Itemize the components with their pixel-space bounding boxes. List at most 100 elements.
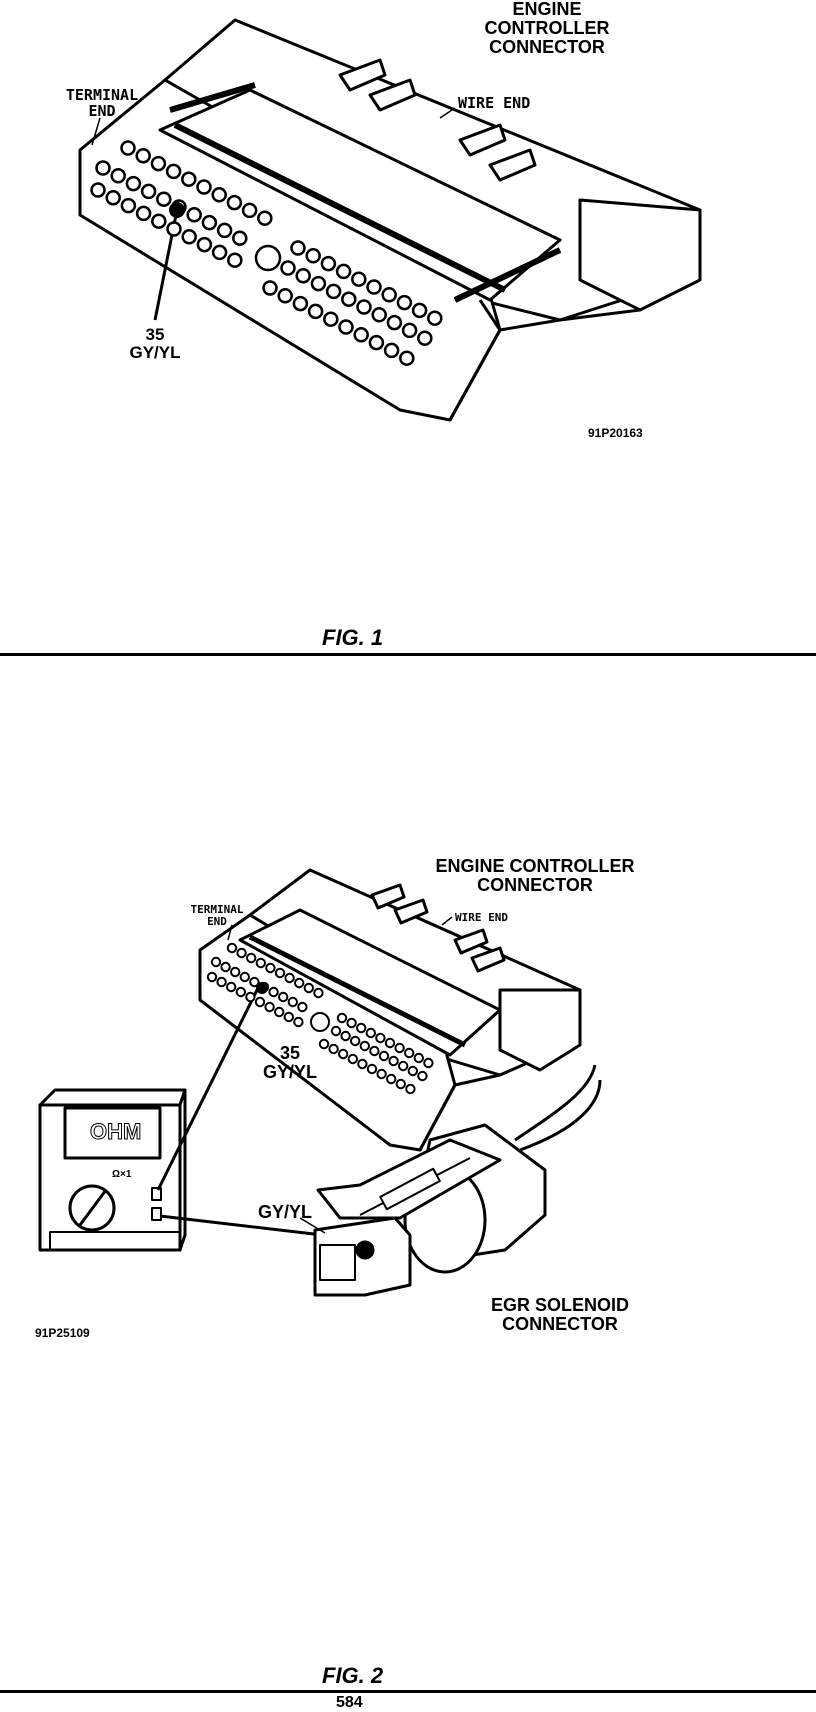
terminal-pin bbox=[388, 1055, 399, 1067]
terminal-pin bbox=[110, 168, 126, 184]
terminal-pin bbox=[330, 1025, 342, 1037]
terminal-pin bbox=[90, 182, 106, 198]
fig1-title: ENGINE CONTROLLER CONNECTOR bbox=[472, 0, 622, 57]
terminal-pin bbox=[120, 197, 137, 214]
terminal-pin bbox=[335, 263, 352, 280]
terminal-pin bbox=[386, 1073, 397, 1085]
terminal-pin bbox=[287, 996, 298, 1008]
fig2-egr-line: CONNECTOR bbox=[502, 1313, 618, 1334]
terminal-pin bbox=[305, 248, 321, 264]
terminal-pin bbox=[368, 334, 385, 351]
test-lead bbox=[156, 987, 260, 1191]
fig1-terminal-end-line: END bbox=[88, 101, 116, 120]
terminal-pin bbox=[211, 187, 227, 203]
fig1-pin-number: 35 bbox=[145, 325, 165, 344]
fig2-pin-label: 35 GY/YL bbox=[255, 1044, 325, 1082]
terminal-pin bbox=[417, 1070, 428, 1082]
terminal-pin bbox=[376, 1068, 387, 1080]
terminal-pin bbox=[405, 1083, 416, 1095]
fig1-caption: FIG. 1 bbox=[322, 625, 384, 650]
terminal-pin bbox=[186, 207, 202, 223]
terminal-pin bbox=[297, 1001, 308, 1013]
terminal-pin bbox=[417, 330, 433, 346]
terminal-pin bbox=[394, 1042, 405, 1054]
terminal-pin bbox=[375, 1032, 386, 1044]
terminal-pin bbox=[292, 295, 309, 312]
terminal-pin bbox=[395, 1078, 406, 1090]
terminal-pin bbox=[353, 327, 369, 343]
terminal-pin bbox=[366, 1063, 378, 1075]
terminal-pin bbox=[313, 987, 324, 999]
fig1-terminal-end: TERMINAL END bbox=[52, 86, 152, 120]
terminal-pin bbox=[265, 962, 276, 974]
terminal-pin bbox=[211, 244, 228, 261]
terminal-pin bbox=[283, 1011, 294, 1023]
fig2-probe-wire-color: GY/YL bbox=[258, 1202, 313, 1222]
terminal-pin bbox=[351, 271, 367, 287]
fig2-terminal-end: TERMINAL END bbox=[182, 904, 252, 927]
fig2-terminal-end-line: TERMINAL bbox=[190, 903, 244, 916]
terminal-pin bbox=[220, 961, 231, 973]
terminal-pin bbox=[232, 230, 248, 246]
connector-center-hole bbox=[254, 244, 282, 272]
terminal-pin bbox=[278, 991, 289, 1003]
terminal-pin bbox=[325, 283, 342, 300]
terminal-pin bbox=[303, 982, 314, 994]
fig2-pin-number: 35 bbox=[279, 1043, 301, 1063]
terminal-pin bbox=[371, 307, 387, 323]
terminal-pin bbox=[399, 350, 415, 366]
terminal-pin bbox=[150, 155, 167, 172]
ohmmeter-jack bbox=[151, 1207, 162, 1221]
terminal-pin bbox=[151, 213, 167, 229]
terminal-pin bbox=[239, 971, 251, 983]
terminal-pin bbox=[95, 160, 111, 176]
terminal-pin bbox=[274, 967, 286, 979]
terminal-pin bbox=[196, 179, 212, 195]
terminal-pin bbox=[318, 1038, 330, 1050]
terminal-pin bbox=[245, 991, 256, 1003]
terminal-pin bbox=[346, 1017, 357, 1029]
connector-center-hole bbox=[310, 1012, 330, 1032]
fig1-divider bbox=[0, 653, 816, 656]
terminal-pin bbox=[241, 202, 258, 219]
terminal-pin bbox=[413, 1052, 424, 1064]
terminal-pin bbox=[295, 268, 311, 284]
terminal-pin bbox=[216, 222, 233, 239]
terminal-pin bbox=[255, 957, 266, 969]
ohmmeter-dial bbox=[68, 1184, 116, 1232]
fig2-divider bbox=[0, 1690, 816, 1693]
terminal-pin bbox=[246, 952, 257, 964]
fig1-title-line: CONNECTOR bbox=[489, 36, 605, 57]
connector-tab bbox=[338, 58, 387, 92]
terminal-pin bbox=[396, 294, 413, 311]
figure1-connector-drawing bbox=[78, 18, 702, 422]
terminal-pin bbox=[398, 1060, 409, 1072]
terminal-pin bbox=[120, 140, 136, 156]
fig1-image-code: 91P20163 bbox=[588, 426, 643, 440]
terminal-pin bbox=[277, 288, 293, 304]
terminal-pin bbox=[105, 190, 121, 206]
terminal-pin bbox=[181, 171, 197, 187]
terminal-pin bbox=[165, 163, 182, 180]
terminal-pin bbox=[135, 205, 152, 222]
connector-back-block bbox=[498, 988, 582, 1072]
connector-terminal-pins bbox=[90, 140, 443, 366]
terminal-pin bbox=[404, 1047, 415, 1059]
terminal-pin bbox=[365, 1027, 376, 1039]
fig1-wire-color: GY/YL bbox=[129, 342, 181, 362]
terminal-pin bbox=[356, 1022, 367, 1034]
terminal-pin bbox=[338, 319, 354, 335]
terminal-pin bbox=[280, 260, 296, 276]
terminal-pin bbox=[427, 310, 443, 326]
terminal-pin bbox=[226, 981, 237, 993]
terminal-pin bbox=[384, 1037, 396, 1049]
terminal-pin bbox=[196, 236, 213, 253]
ohmmeter-jack bbox=[151, 1187, 162, 1201]
connector-tab bbox=[370, 883, 406, 910]
fig1-title-line: CONTROLLER bbox=[484, 17, 610, 38]
fig2-image-code: 91P25109 bbox=[35, 1326, 90, 1340]
connector-inner-panel bbox=[158, 88, 562, 302]
connector-tab bbox=[453, 928, 489, 955]
fig1-terminal-end-line: TERMINAL bbox=[65, 86, 139, 104]
terminal-pin bbox=[369, 1045, 380, 1057]
